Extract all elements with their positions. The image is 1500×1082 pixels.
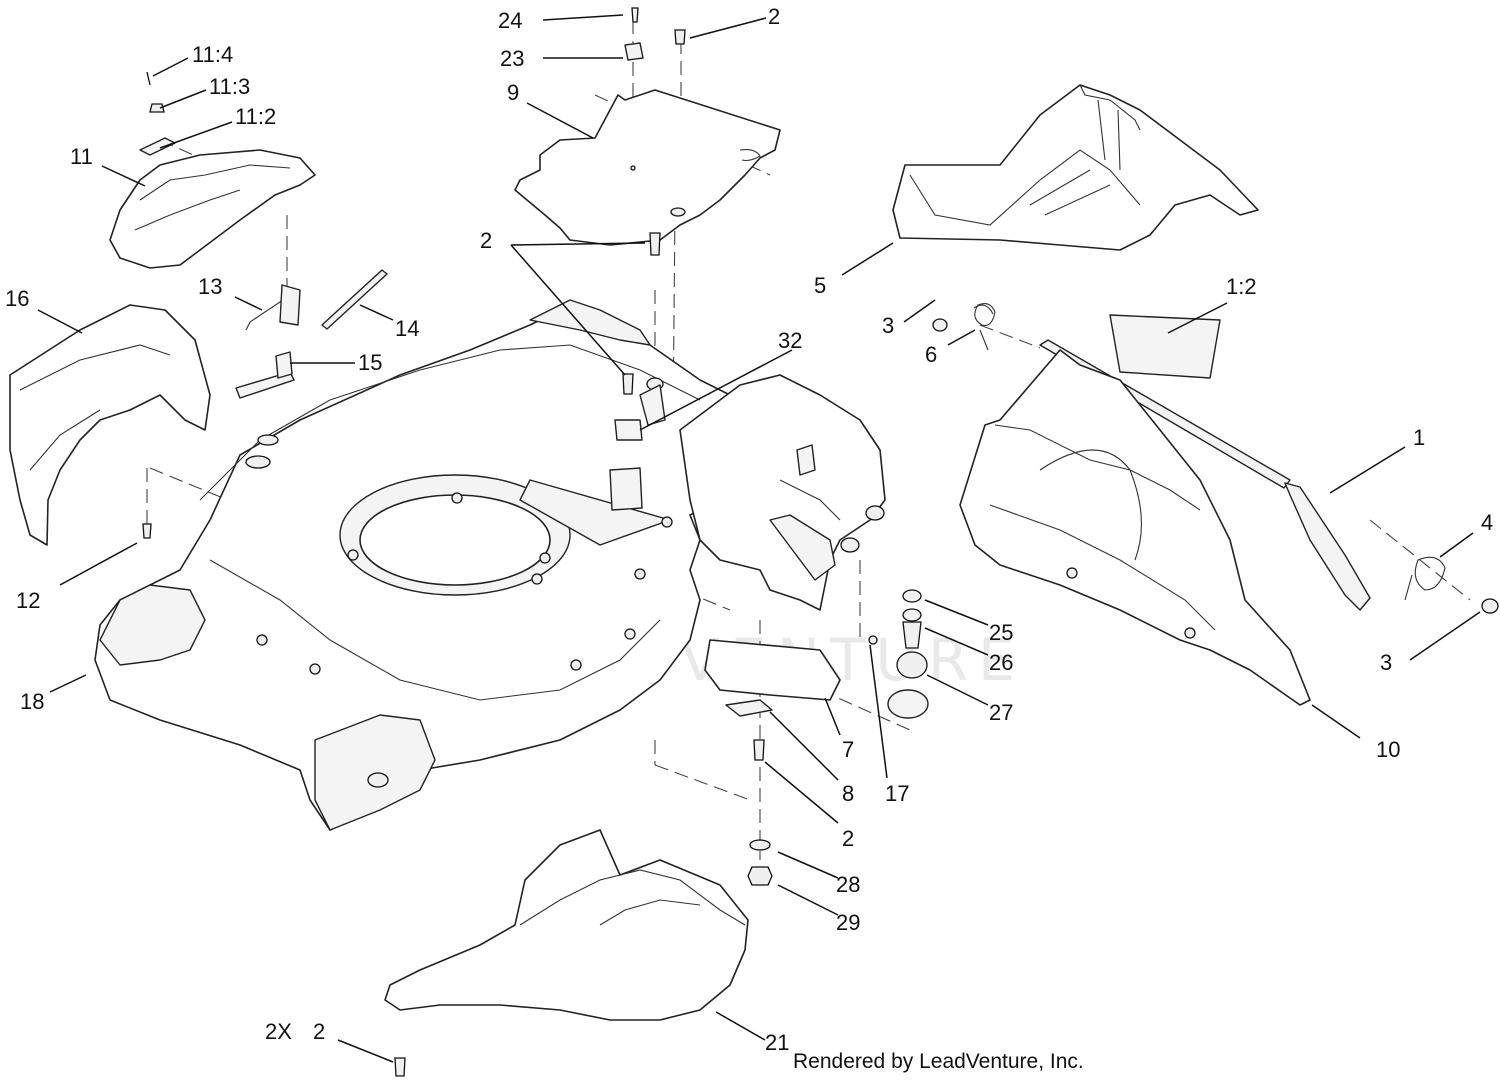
- callout-23: 23: [500, 46, 524, 71]
- callout-15: 15: [358, 350, 382, 375]
- callout-2-top: 2: [768, 4, 780, 29]
- callout-3-top: 3: [882, 313, 894, 338]
- part-9-baffle-plate: [514, 89, 781, 246]
- part-25-bushing: [902, 589, 922, 622]
- callout-9: 9: [507, 80, 519, 105]
- callout-1-2: 1:2: [1226, 274, 1257, 299]
- callout-18: 18: [20, 689, 44, 714]
- part-16-side-shield: [9, 304, 211, 546]
- callout-21: 21: [765, 1030, 789, 1055]
- callout-26: 26: [989, 650, 1013, 675]
- deck-bolts: [256, 492, 673, 675]
- callout-labels: 24 2 23 9 11:4 11:3 11:2 11 2 5 16 13 14…: [5, 4, 1493, 1055]
- callout-29: 29: [836, 910, 860, 935]
- part-27-cap: [887, 651, 929, 719]
- callout-16: 16: [5, 286, 29, 311]
- credit-text: Rendered by LeadVenture, Inc.: [793, 1050, 1084, 1073]
- callout-4: 4: [1481, 510, 1493, 535]
- part-11-deflector: [109, 71, 316, 269]
- misc-hardware: [142, 7, 773, 1077]
- callout-11-2: 11:2: [235, 104, 276, 129]
- callout-8: 8: [842, 781, 854, 806]
- callout-17: 17: [885, 781, 909, 806]
- part-18-deck: [94, 299, 886, 831]
- callout-5: 5: [814, 273, 826, 298]
- callout-24: 24: [498, 8, 522, 33]
- callout-2x: 2X: [265, 1019, 292, 1044]
- part-15-bracket: [235, 351, 295, 399]
- callout-10: 10: [1376, 737, 1400, 762]
- part-8-clip: [725, 699, 773, 717]
- callout-28: 28: [836, 872, 860, 897]
- part-4-spring: [1404, 556, 1446, 601]
- callout-12: 12: [16, 588, 40, 613]
- part-3-washers: [932, 318, 1499, 614]
- part-7-strip: [704, 639, 841, 701]
- callout-32: 32: [778, 328, 802, 353]
- part-26-fitting: [902, 621, 922, 649]
- callout-3-right: 3: [1380, 650, 1392, 675]
- callout-14: 14: [395, 316, 419, 341]
- part-17-screw: [868, 635, 878, 645]
- callout-11: 11: [70, 144, 93, 169]
- part-14-pin: [321, 269, 388, 330]
- callout-7: 7: [842, 737, 854, 762]
- part-13-spring: [245, 284, 301, 331]
- callout-13: 13: [198, 274, 222, 299]
- callout-2-low: 2: [842, 826, 854, 851]
- callout-6: 6: [925, 342, 937, 367]
- part-6-spring: [973, 303, 996, 351]
- leader-lines: [37, 14, 1481, 1063]
- part-5-rear-door: [892, 84, 1259, 251]
- callout-11-3: 11:3: [209, 74, 250, 99]
- part-10-rear-flap: [959, 349, 1311, 706]
- callout-11-4: 11:4: [192, 42, 233, 67]
- callout-2-bottom: 2: [313, 1019, 325, 1044]
- callout-2-mid: 2: [480, 228, 492, 253]
- callout-27: 27: [989, 700, 1013, 725]
- callout-25: 25: [989, 620, 1013, 645]
- callout-1: 1: [1413, 425, 1425, 450]
- part-21-cover: [384, 829, 749, 1021]
